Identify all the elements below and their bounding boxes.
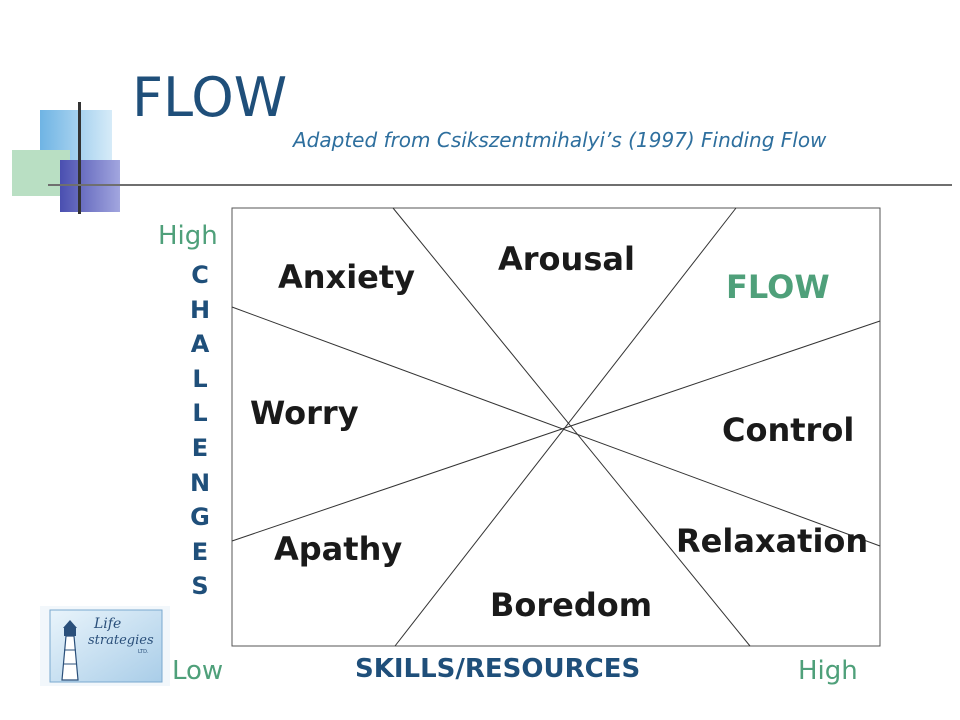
region-boredom: Boredom [490,586,653,624]
diagram-frame [231,207,881,647]
y-axis-letter: C [191,261,209,289]
y-axis-letter: N [189,468,211,497]
x-axis-title: SKILLS/RESOURCES [355,654,641,684]
y-axis-letter: E [191,433,209,462]
y-axis-letter: L [192,399,208,428]
slide-title: FLOW [132,66,288,129]
y-axis-title-challenges: C H A L L E N G E S [185,258,215,604]
logo-line-3: LTD. [138,649,149,655]
region-apathy: Apathy [274,530,403,568]
region-relaxation: Relaxation [676,522,869,560]
x-axis-high-label: High [798,656,858,686]
y-axis-letter: E [191,537,209,566]
divider-line-3 [231,306,881,547]
lighthouse-icon [61,620,79,681]
decor-vertical-rule [78,102,81,214]
y-axis-letter: L [192,364,208,393]
y-axis-high-label: High [158,221,218,251]
region-worry: Worry [250,394,359,432]
logo-line-1: Life [93,616,121,632]
logo-line-2: strategies [88,633,154,648]
y-axis-letter: G [190,503,210,532]
x-axis-low-label: Low [172,656,224,686]
divider-line-1 [392,207,751,647]
region-flow: FLOW [726,268,830,306]
decor-square-purple [60,160,120,212]
y-axis-letter: A [190,330,210,359]
region-anxiety: Anxiety [278,258,416,296]
divider-line-4 [231,320,881,542]
region-arousal: Arousal [498,240,635,278]
y-axis-letter: H [189,295,211,324]
life-strategies-logo: Life strategies LTD. [40,606,170,686]
title-divider [48,184,952,186]
divider-line-2 [394,207,737,647]
region-control: Control [722,411,855,449]
slide-subtitle: Adapted from Csikszentmihalyi’s (1997) F… [293,128,827,152]
y-axis-letter: S [191,572,209,601]
